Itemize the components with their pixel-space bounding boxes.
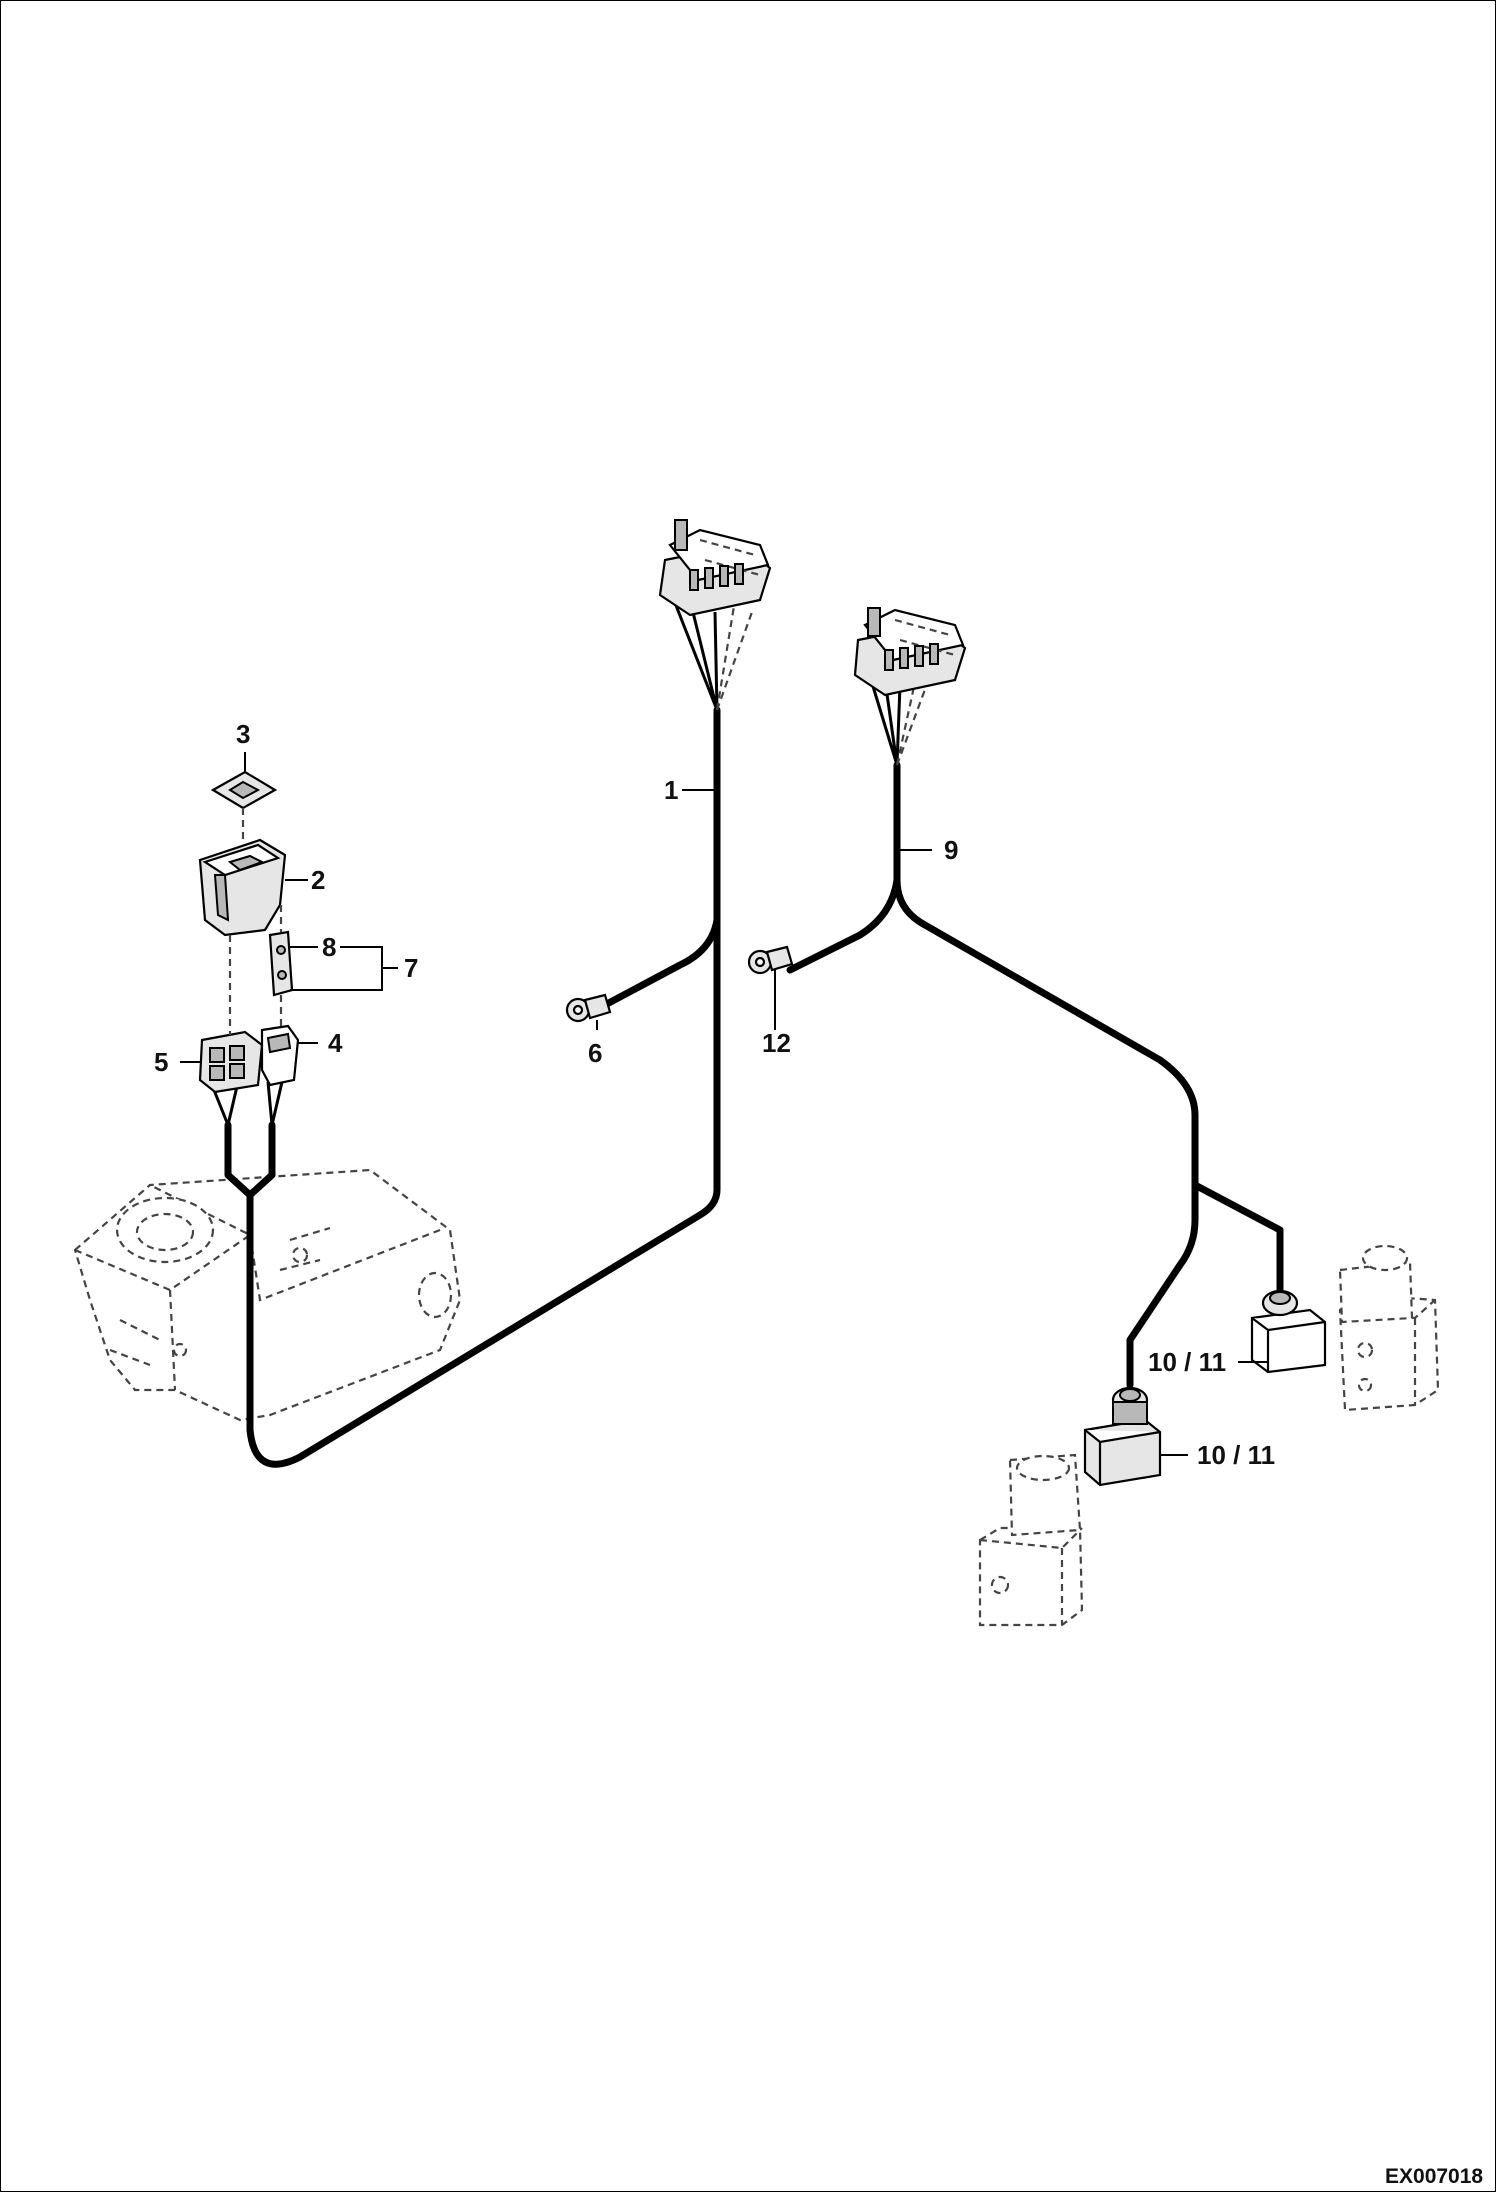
callout-12: 12: [762, 1028, 791, 1058]
assembly-lines: [228, 808, 283, 1035]
leader-lines: [180, 752, 1268, 1456]
multi-pin-connector-9: [853, 607, 967, 697]
callout-10-11-upper: 10 / 11: [1148, 1347, 1226, 1377]
callout-8: 8: [322, 932, 336, 962]
callout-labels: 1 2 3 4 5 6 7 8 9 10 / 11 10 / 11 12: [154, 719, 1275, 1470]
valve-block-left-outline: [978, 1453, 1084, 1627]
valve-block-right-outline: [1338, 1244, 1440, 1412]
multi-pin-connector-1: [658, 519, 772, 617]
callout-3: 3: [236, 719, 250, 749]
harness-1: [208, 584, 754, 1468]
callout-10-11-lower: 10 / 11: [1197, 1440, 1275, 1470]
callout-7: 7: [404, 953, 418, 983]
solenoid-coil-right: [1250, 1289, 1327, 1374]
connector-part-8: [268, 930, 294, 997]
callout-6: 6: [588, 1038, 602, 1068]
cover-plate-3: [210, 770, 278, 810]
ground-eyelet-6: [565, 993, 612, 1023]
solenoid-coil-left: [1083, 1386, 1162, 1487]
switch-socket-5: [198, 1030, 264, 1094]
callout-4: 4: [328, 1028, 343, 1058]
connector-4: [260, 1024, 300, 1087]
rocker-switch-2: [198, 838, 287, 937]
harness-9: [786, 669, 1284, 1389]
callout-1: 1: [664, 775, 678, 805]
ground-eyelet-12: [747, 945, 794, 975]
callout-9: 9: [944, 835, 958, 865]
callout-5: 5: [154, 1047, 168, 1077]
callout-2: 2: [311, 865, 325, 895]
drawing-reference-code: EX007018: [1385, 2165, 1483, 2188]
control-housing-outline: [73, 1168, 462, 1422]
